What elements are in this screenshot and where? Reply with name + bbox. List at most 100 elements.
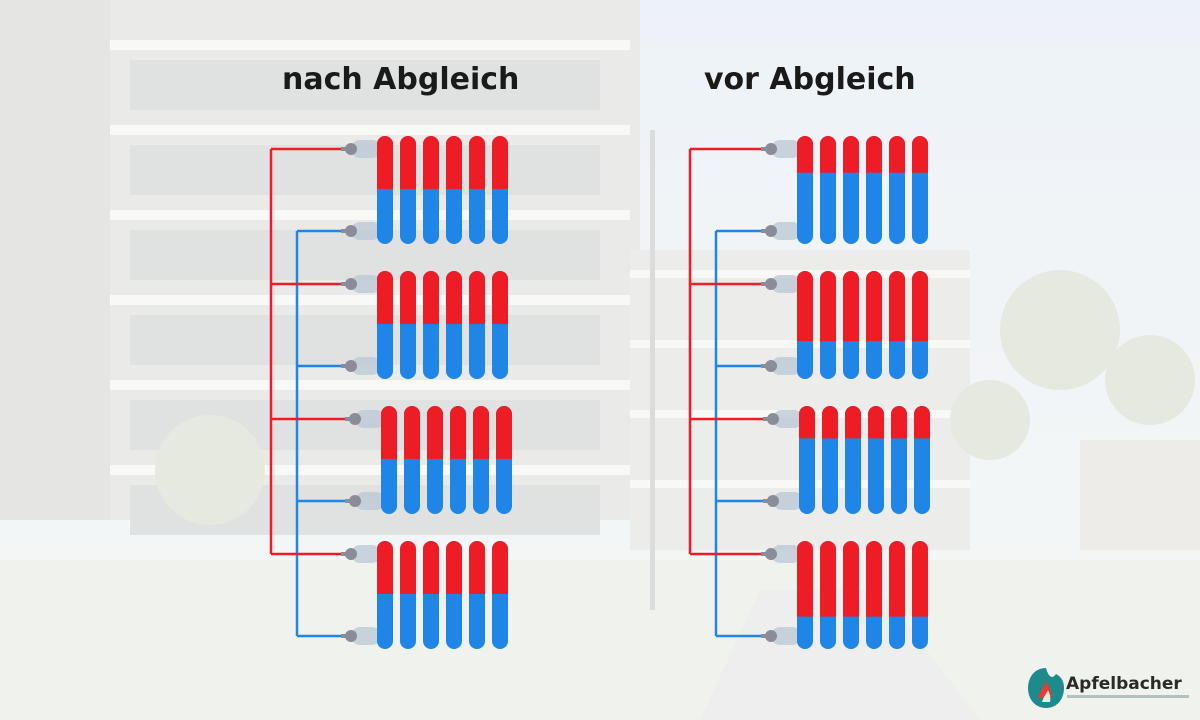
tube-hot-section: [797, 136, 813, 173]
logo-wordmark: Apfelbacher: [1066, 674, 1182, 694]
lawn: [0, 560, 1200, 720]
panel-after-balancing: [269, 136, 512, 649]
radiator-tube: [492, 271, 508, 379]
balcony-slab: [110, 40, 630, 50]
radiator-tube: [914, 406, 930, 514]
radiator-tube: [797, 541, 813, 649]
return-hose: [771, 222, 801, 240]
radiator-tube: [912, 271, 928, 379]
tube-hot-section: [377, 136, 393, 189]
radiator-tube: [469, 541, 485, 649]
valve-stem: [761, 282, 771, 286]
pipe-network: [269, 149, 299, 636]
tube-hot-section: [843, 271, 859, 342]
radiator-tube: [799, 406, 815, 514]
radiator-tube: [843, 271, 859, 379]
radiator: [271, 541, 508, 649]
return-hose: [771, 357, 801, 375]
tube-hot-section: [797, 541, 813, 617]
tube-hot-section: [843, 136, 859, 173]
tube-hot-section: [381, 406, 397, 459]
radiator-tube: [820, 136, 836, 244]
tube-hot-section: [400, 271, 416, 324]
tube-hot-section: [446, 271, 462, 324]
radiator: [690, 541, 928, 649]
tube-hot-section: [845, 406, 861, 439]
tube-hot-section: [889, 541, 905, 617]
radiator-tube: [446, 541, 462, 649]
balcony-slab: [110, 210, 630, 220]
radiator-tube: [912, 541, 928, 649]
radiator-tube: [889, 271, 905, 379]
tube-hot-section: [423, 136, 439, 189]
radiator-tube: [400, 541, 416, 649]
radiator-tube: [496, 406, 512, 514]
radiator-tube: [400, 136, 416, 244]
supply-hose: [355, 410, 385, 428]
radiator-tube: [377, 136, 393, 244]
radiator-tube: [446, 271, 462, 379]
tube-hot-section: [446, 136, 462, 189]
pipe-network: [688, 149, 718, 636]
radiator-tube: [820, 271, 836, 379]
radiator-tube: [845, 406, 861, 514]
tube-hot-section: [820, 541, 836, 617]
footpath: [700, 590, 980, 720]
tube-hot-section: [492, 541, 508, 594]
tube-hot-section: [914, 406, 930, 439]
tree: [1000, 270, 1120, 390]
tube-hot-section: [843, 541, 859, 617]
panel-before-balancing: [688, 136, 930, 649]
radiator-tube: [866, 271, 882, 379]
valve-stem: [341, 229, 351, 233]
radiator-tube: [423, 271, 439, 379]
tube-hot-section: [912, 136, 928, 173]
radiator: [690, 271, 928, 379]
supply-hose: [351, 545, 381, 563]
radiator-tube: [889, 541, 905, 649]
radiator-tube: [492, 541, 508, 649]
radiator-tube: [469, 136, 485, 244]
radiator-tube: [473, 406, 489, 514]
radiator-tube: [891, 406, 907, 514]
title-after-balancing: nach Abgleich: [282, 62, 520, 97]
tube-hot-section: [866, 541, 882, 617]
tube-hot-section: [423, 271, 439, 324]
tube-hot-section: [469, 271, 485, 324]
tube-hot-section: [377, 271, 393, 324]
tube-hot-section: [400, 136, 416, 189]
radiator-tube: [843, 136, 859, 244]
tube-hot-section: [868, 406, 884, 439]
radiator-tube: [404, 406, 420, 514]
supply-hose: [771, 275, 801, 293]
street-lamp: [650, 130, 655, 610]
tube-hot-section: [912, 541, 928, 617]
tube-hot-section: [450, 406, 466, 459]
tube-hot-section: [427, 406, 443, 459]
title-before-balancing: vor Abgleich: [704, 62, 916, 97]
tree: [950, 380, 1030, 460]
return-hose: [351, 357, 381, 375]
balcony-slab: [110, 125, 630, 135]
tube-hot-section: [889, 136, 905, 173]
valve-stem: [761, 229, 771, 233]
tube-hot-section: [912, 271, 928, 342]
tube-hot-section: [492, 136, 508, 189]
return-hose: [771, 627, 801, 645]
supply-hose: [771, 140, 801, 158]
radiator-tube: [822, 406, 838, 514]
radiator-tube: [866, 136, 882, 244]
tube-hot-section: [866, 136, 882, 173]
tube-hot-section: [469, 136, 485, 189]
valve-stem: [341, 147, 351, 151]
valve-stem: [341, 634, 351, 638]
valve-stem: [761, 634, 771, 638]
balcony-slab: [110, 465, 630, 475]
radiator: [271, 406, 512, 514]
radiator-tube: [423, 541, 439, 649]
supply-hose: [771, 545, 801, 563]
radiator-tube: [377, 541, 393, 649]
radiator: [690, 136, 928, 244]
balcony-slab: [110, 295, 630, 305]
